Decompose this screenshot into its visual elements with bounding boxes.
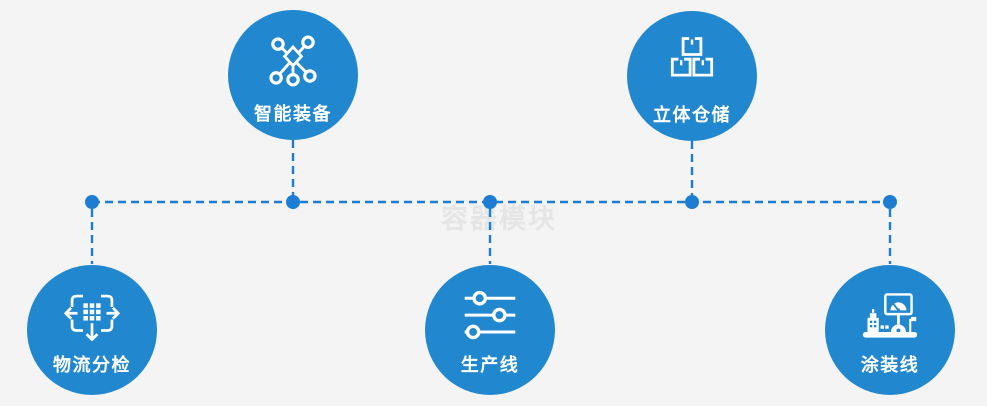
watermark-text: 容器模块 bbox=[441, 204, 557, 234]
node-label: 生产线 bbox=[460, 355, 520, 375]
node-logistics-sorting[interactable]: 物流分检 bbox=[27, 265, 157, 395]
stacked-boxes-icon bbox=[662, 33, 722, 91]
node-smart-equipment[interactable]: 智能装备 bbox=[228, 10, 358, 140]
node-painting-line[interactable]: 涂装线 bbox=[825, 265, 955, 395]
network-nodes-icon bbox=[263, 32, 323, 90]
node-label: 智能装备 bbox=[254, 104, 332, 124]
node-stereo-warehouse[interactable]: 立体仓储 bbox=[627, 11, 757, 141]
node-label: 立体仓储 bbox=[653, 105, 731, 125]
node-label: 物流分检 bbox=[53, 355, 131, 375]
sorting-arrows-icon bbox=[62, 287, 122, 345]
painting-machine-icon bbox=[860, 287, 920, 345]
node-label: 涂装线 bbox=[860, 355, 920, 375]
junction-dots bbox=[85, 195, 897, 209]
sliders-icon bbox=[460, 287, 520, 345]
node-production-line[interactable]: 生产线 bbox=[425, 265, 555, 395]
